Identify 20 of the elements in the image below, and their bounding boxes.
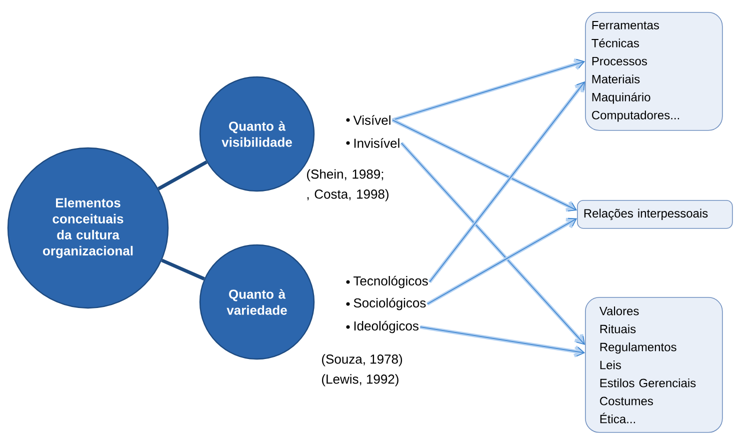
bullet-item: Invisível [354, 138, 400, 148]
bullet-item: Ideológicos [354, 320, 418, 334]
arrow [400, 142, 585, 345]
connector-line [161, 258, 205, 280]
bullet-item: Tecnológicos [354, 276, 428, 288]
arrow [428, 81, 585, 284]
connector-line [158, 160, 208, 190]
circle-node: Elementos conceituais da cultura organizacional [7, 147, 169, 309]
bullet-item: Visível [353, 115, 390, 125]
arrow [420, 325, 585, 358]
rounded-box: Valores Rituais Regulamentos Leis Estilos Gerenciais Costumes Ética... [585, 297, 723, 433]
circle-node: Quanto à variedade [199, 244, 315, 360]
arrow [392, 58, 585, 122]
bullet-item: Sociológicos [354, 298, 426, 310]
arrow [426, 218, 577, 306]
rounded-box: Ferramentas Técnicas Processos Materiais Maquinário Computadores... [585, 12, 723, 131]
arrow [392, 118, 577, 212]
citation-text: (Lewis, 1992) [322, 374, 398, 386]
rounded-box: Relações interpessoais [577, 200, 733, 229]
citation-text: (Souza, 1978) [322, 354, 402, 366]
